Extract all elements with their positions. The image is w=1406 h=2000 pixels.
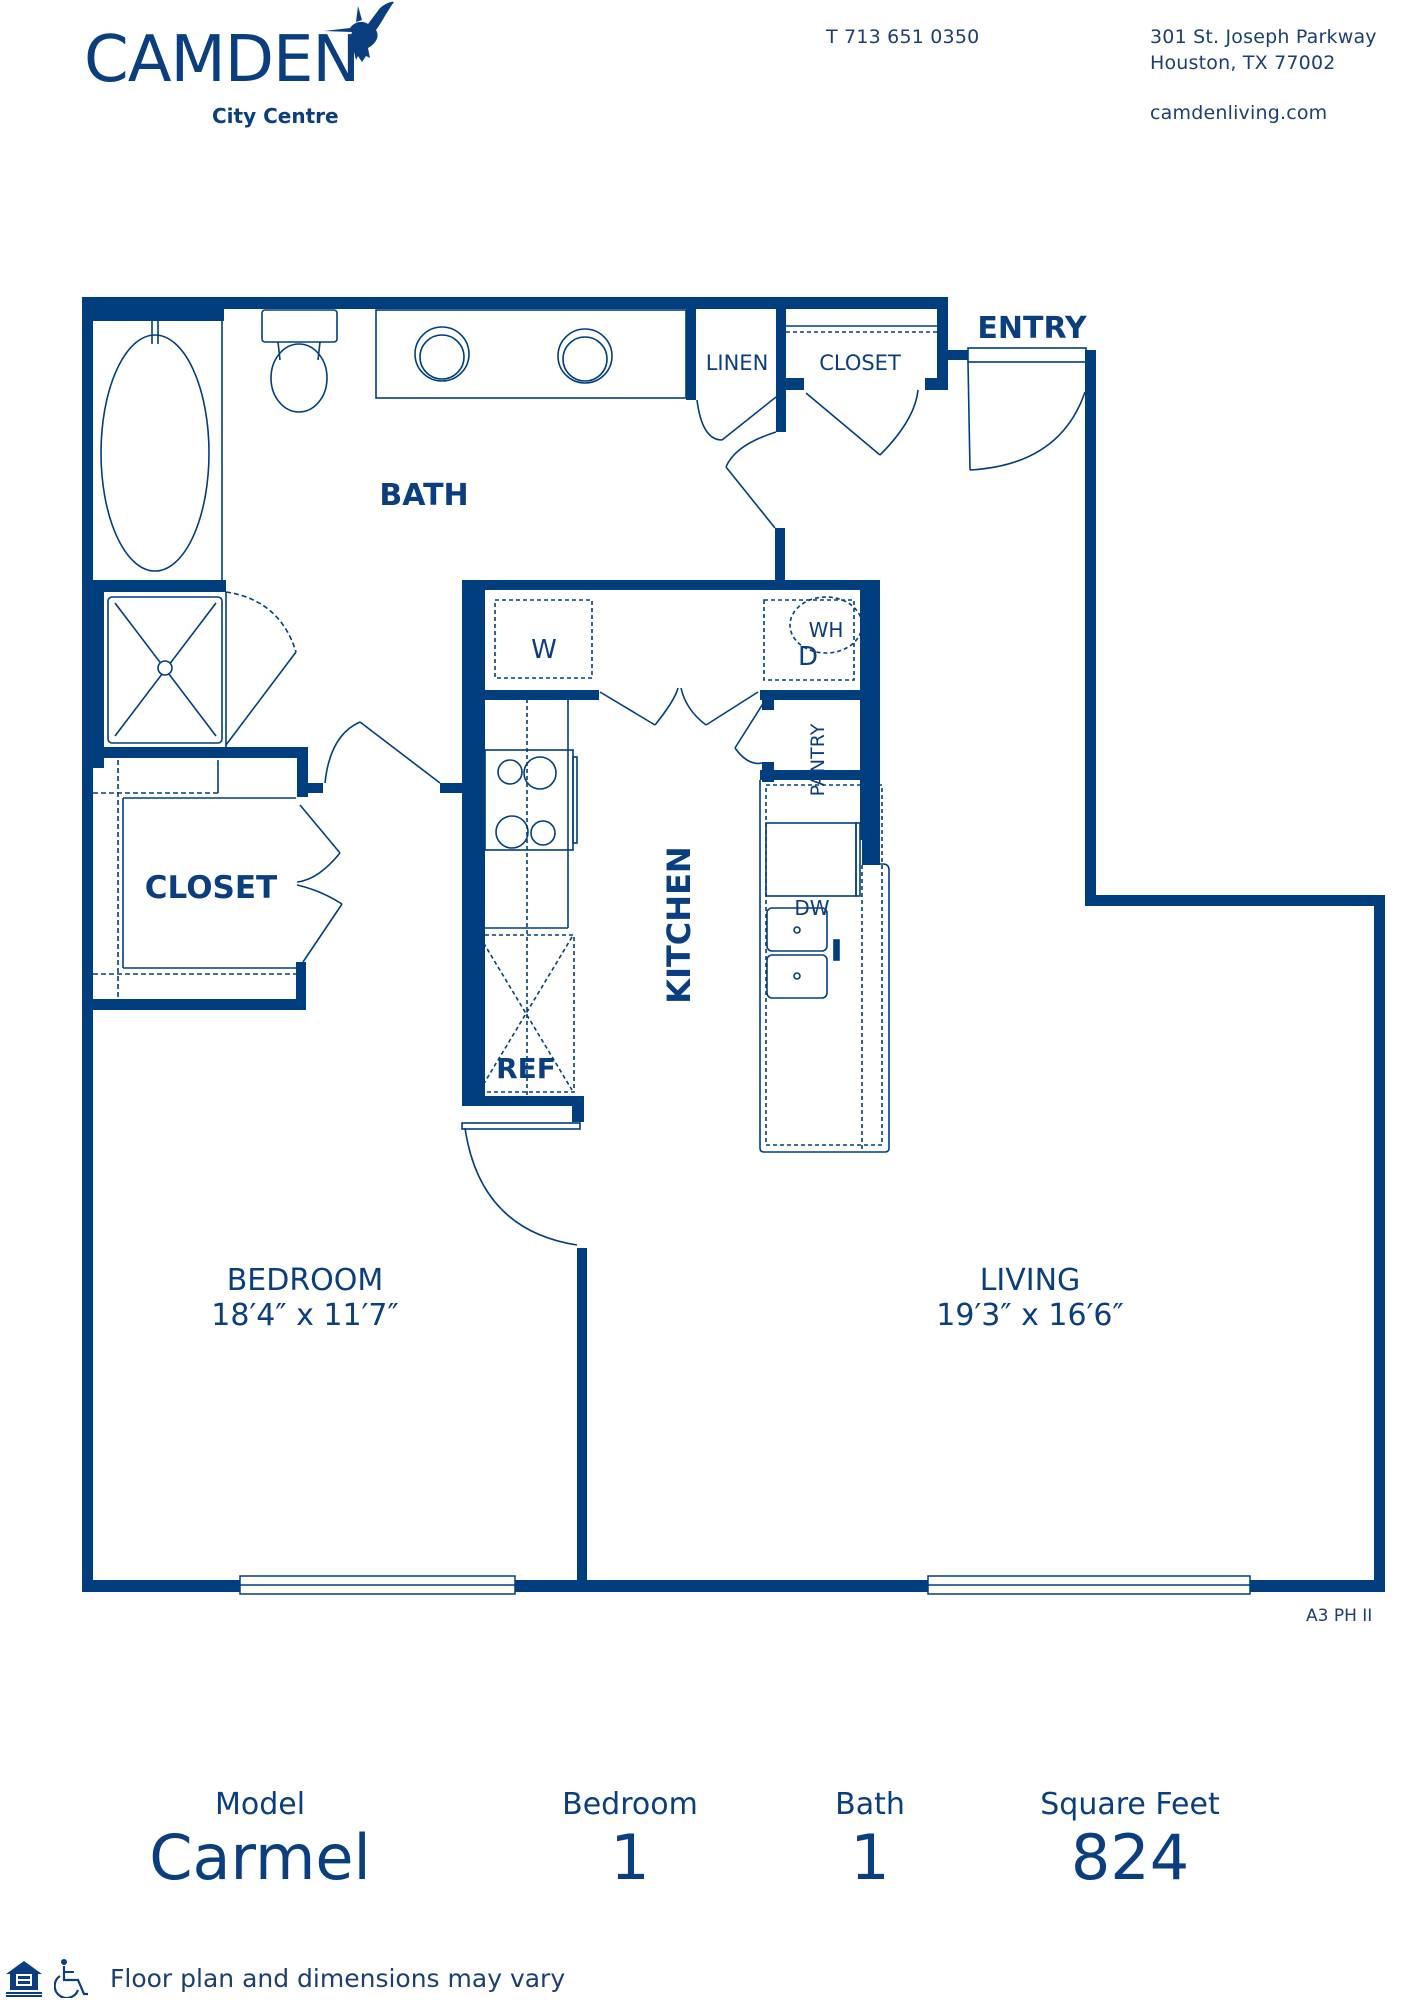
hummingbird-icon [324,1,394,62]
sqft-label: Square Feet [1040,1787,1220,1822]
stat-model: Model Carmel [140,1788,380,1894]
label-closet-bedroom: CLOSET [145,870,277,906]
label-linen: LINEN [706,351,769,375]
address-line-1: 301 St. Joseph Parkway [1150,26,1377,48]
community-name: City Centre [212,104,339,128]
stat-bedroom: Bedroom 1 [510,1788,750,1894]
sqft-value: 824 [1070,1821,1190,1894]
stat-square-feet: Square Feet 824 [1000,1788,1260,1894]
label-kitchen: KITCHEN [660,846,698,1003]
fixtures [93,309,1087,1246]
label-dishwasher: DW [794,896,829,920]
living-dimensions: 19′3″ x 16′6″ [936,1298,1123,1333]
address-line-2: Houston, TX 77002 [1150,52,1336,74]
label-bedroom: BEDROOM [227,1263,384,1298]
room-labels: BATH LINEN CLOSET ENTRY CLOSET W D WH PA… [145,311,1124,1333]
label-pantry: PANTRY [807,723,829,796]
phone-number: T 713 651 0350 [826,26,980,48]
windows [239,1575,1251,1595]
label-living: LIVING [980,1263,1081,1298]
label-washer: W [531,635,557,665]
plan-code: A3 PH II [1306,1606,1373,1626]
label-refrigerator: REF [496,1052,556,1085]
model-value: Carmel [149,1821,371,1894]
bath-label: Bath [835,1787,905,1822]
brand-logo-wordmark: CAMDEN [84,23,360,97]
label-entry: ENTRY [977,311,1088,346]
stat-bath: Bath 1 [770,1788,970,1894]
label-dryer: D [798,642,818,672]
disclaimer-text: Floor plan and dimensions may vary [110,1964,566,1993]
address: 301 St. Joseph Parkway Houston, TX 77002 [1150,24,1377,76]
bedroom-label: Bedroom [562,1787,698,1822]
equal-housing-opportunity-icon [6,1961,42,1997]
bath-value: 1 [850,1821,890,1894]
walls [82,297,1385,1592]
model-label: Model [214,1787,306,1822]
label-bath: BATH [379,478,468,513]
bedroom-value: 1 [610,1821,650,1894]
website-link[interactable]: camdenliving.com [1150,102,1328,124]
label-water-heater: WH [809,618,844,642]
label-closet-entry: CLOSET [819,351,901,375]
bedroom-dimensions: 18′4″ x 11′7″ [211,1298,398,1333]
wheelchair-accessibility-icon [54,1959,88,1998]
